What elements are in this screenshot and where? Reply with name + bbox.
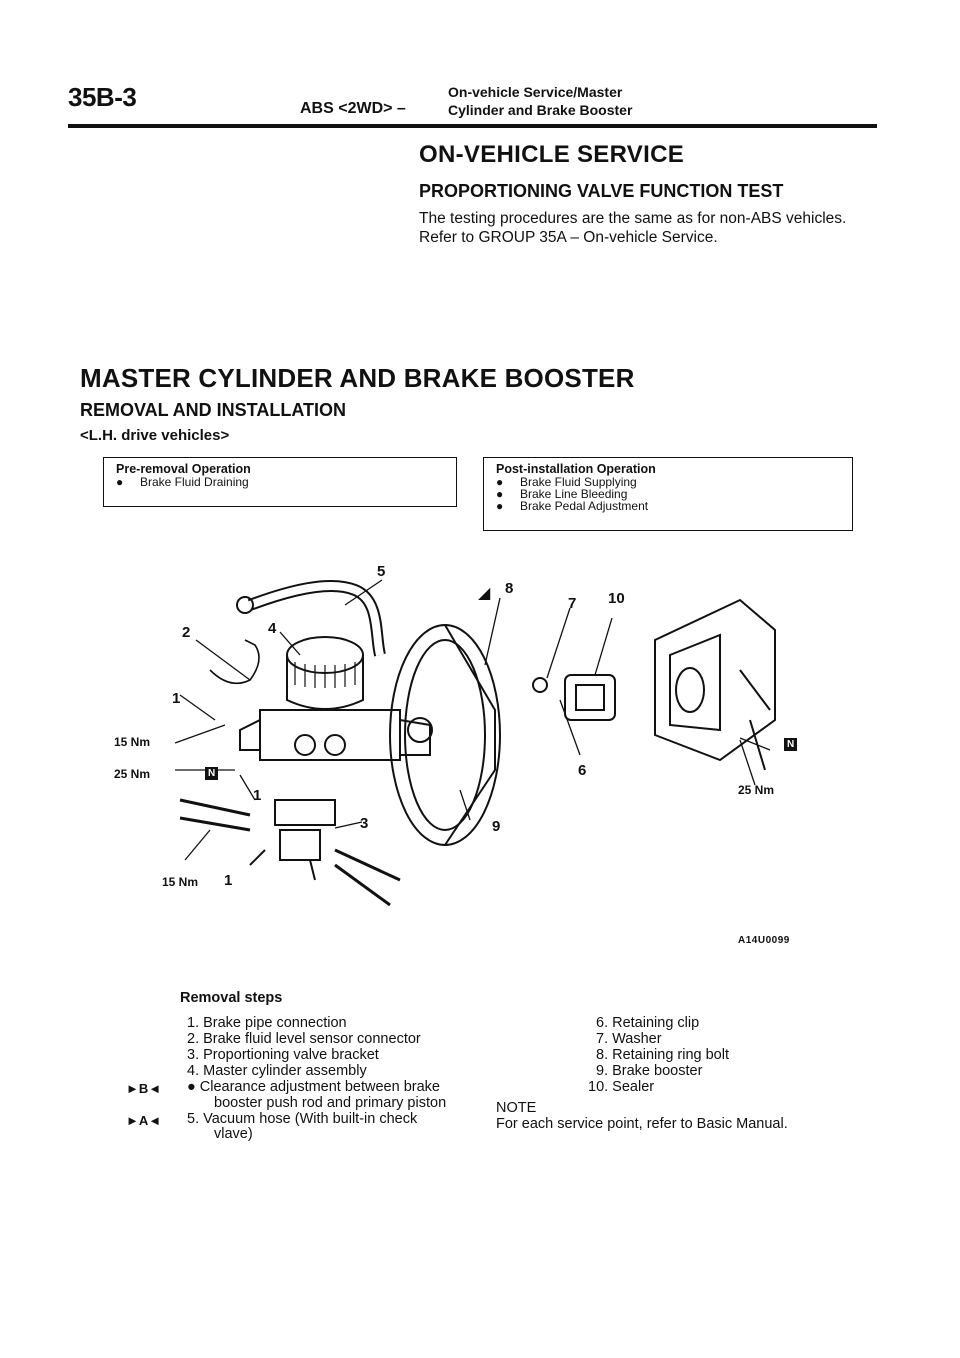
pre-removal-box: Pre-removal Operation ●Brake Fluid Drain… bbox=[103, 457, 457, 507]
callout-1: 1 bbox=[253, 787, 262, 804]
callout-7: 7 bbox=[568, 595, 577, 612]
on-vehicle-service-title: ON-VEHICLE SERVICE bbox=[419, 141, 685, 168]
list-item: 1. Brake pipe connection bbox=[187, 1015, 347, 1031]
proportioning-valve-text-2: Refer to GROUP 35A – On-vehicle Service. bbox=[419, 229, 718, 246]
service-point-mark: ►A◄ bbox=[126, 1113, 162, 1128]
list-item: ●Brake Fluid Supplying bbox=[496, 475, 637, 489]
exploded-diagram bbox=[174, 579, 776, 907]
callout-9: 9 bbox=[492, 818, 501, 835]
variant-label: <L.H. drive vehicles> bbox=[80, 427, 230, 444]
pre-removal-title: Pre-removal Operation bbox=[116, 462, 251, 476]
sealant-icon: ◢ bbox=[478, 585, 491, 602]
leader-lines bbox=[174, 579, 771, 861]
callout-3: 3 bbox=[360, 815, 369, 832]
header-rule bbox=[68, 124, 877, 128]
header-section: ABS <2WD> – bbox=[300, 100, 406, 117]
master-cylinder-title: MASTER CYLINDER AND BRAKE BOOSTER bbox=[80, 363, 635, 393]
figure-code: A14U0099 bbox=[738, 935, 790, 946]
post-installation-box: Post-installation Operation ●Brake Fluid… bbox=[483, 457, 853, 531]
proportioning-valve-title: PROPORTIONING VALVE FUNCTION TEST bbox=[419, 181, 784, 201]
list-item: 3. Proportioning valve bracket bbox=[187, 1047, 379, 1063]
list-item: ●Brake Fluid Draining bbox=[116, 475, 249, 489]
sensor-connector bbox=[209, 639, 260, 685]
header-title-top: On-vehicle Service/Master bbox=[448, 84, 623, 100]
callout-2: 2 bbox=[182, 624, 191, 641]
proportioning-valve bbox=[249, 799, 336, 881]
service-point-mark: ►B◄ bbox=[126, 1081, 162, 1096]
removal-steps-title: Removal steps bbox=[180, 990, 283, 1006]
list-item: 7. Washer bbox=[596, 1031, 662, 1047]
torque-label: 25 Nm bbox=[114, 767, 151, 781]
washer bbox=[532, 677, 548, 693]
list-item: booster push rod and primary piston bbox=[214, 1095, 447, 1111]
brake-booster bbox=[389, 624, 501, 846]
callout-1: 1 bbox=[224, 872, 233, 889]
callout-4: 4 bbox=[268, 620, 277, 637]
proportioning-valve-text-1: The testing procedures are the same as f… bbox=[419, 210, 847, 227]
removal-installation-title: REMOVAL AND INSTALLATION bbox=[80, 400, 346, 420]
callout-8: 8 bbox=[505, 580, 514, 597]
header-title-bottom: Cylinder and Brake Booster bbox=[448, 102, 633, 118]
callout-5: 5 bbox=[377, 563, 386, 580]
list-item: ●Brake Pedal Adjustment bbox=[496, 499, 649, 513]
note-text: For each service point, refer to Basic M… bbox=[496, 1116, 788, 1132]
list-item: ● Clearance adjustment between brake bbox=[187, 1079, 440, 1095]
page-number: 35B-3 bbox=[68, 82, 137, 112]
hose-clamp bbox=[236, 596, 254, 614]
list-item: 4. Master cylinder assembly bbox=[187, 1063, 367, 1079]
torque-label: 15 Nm bbox=[162, 875, 199, 889]
list-item: 10. Sealer bbox=[588, 1079, 655, 1095]
sealer bbox=[564, 674, 616, 721]
list-item: 9. Brake booster bbox=[596, 1063, 703, 1079]
list-item: 2. Brake fluid level sensor connector bbox=[187, 1031, 421, 1047]
bullet: ● bbox=[496, 475, 504, 489]
list-item: ●Brake Line Bleeding bbox=[496, 487, 628, 501]
list-item: 5. Vacuum hose (With built-in check bbox=[187, 1111, 418, 1127]
torque-label: 15 Nm bbox=[114, 735, 151, 749]
bullet: ● bbox=[116, 475, 124, 489]
callout-10: 10 bbox=[608, 590, 625, 607]
new-part-icon: N bbox=[784, 738, 798, 751]
list-item: vlave) bbox=[214, 1126, 253, 1142]
new-part-icon: N bbox=[205, 767, 219, 780]
callout-1: 1 bbox=[172, 690, 181, 707]
post-installation-title: Post-installation Operation bbox=[496, 462, 656, 476]
master-cylinder bbox=[239, 709, 431, 761]
list-item: 8. Retaining ring bolt bbox=[596, 1047, 729, 1063]
reservoir bbox=[286, 636, 364, 710]
list-item: 6. Retaining clip bbox=[596, 1015, 700, 1031]
note-title: NOTE bbox=[496, 1100, 537, 1116]
bullet: ● bbox=[496, 499, 504, 513]
brake-pipes bbox=[179, 798, 401, 907]
callout-6: 6 bbox=[578, 762, 587, 779]
torque-label: 25 Nm bbox=[738, 783, 775, 797]
pedal-bracket bbox=[654, 598, 776, 771]
bullet: ● bbox=[496, 487, 504, 501]
